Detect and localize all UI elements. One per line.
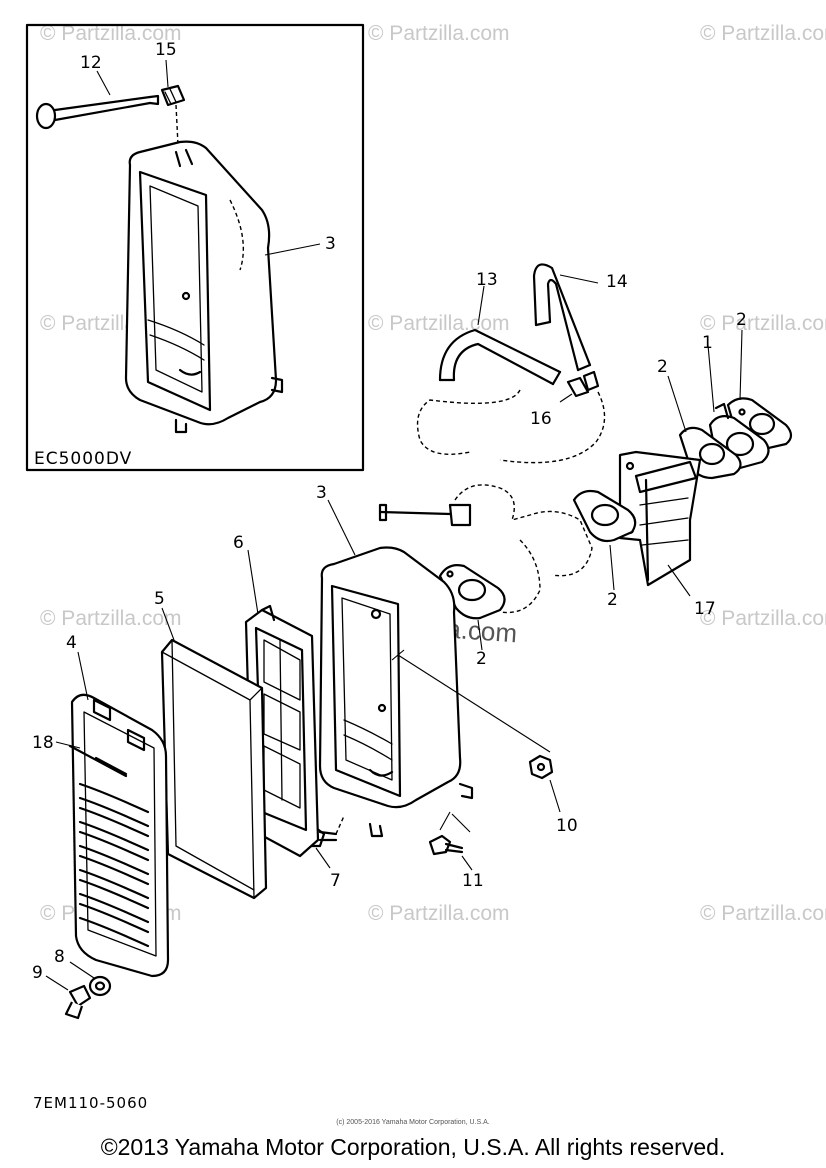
- part-12-rod: [35, 94, 160, 130]
- copyright-notice: ©2013 Yamaha Motor Corporation, U.S.A. A…: [100, 1134, 726, 1160]
- part-3-housing-inset: [124, 140, 284, 434]
- inset-ec5000dv: 12 15 3 EC5000DV: [25, 23, 365, 472]
- part-3-housing: [318, 546, 474, 838]
- watermark: © Partzilla.com: [700, 607, 826, 630]
- watermark: © Partzilla.com: [40, 607, 182, 630]
- inset-frame: [25, 23, 365, 472]
- callout-5: 5: [154, 589, 165, 609]
- part-8-washer: [88, 975, 112, 997]
- callout-9: 9: [32, 963, 43, 983]
- callout-13: 13: [476, 270, 498, 290]
- part-9-wing-nut: [64, 984, 92, 1020]
- part-11-bolt: [428, 834, 464, 856]
- callout-7: 7: [330, 871, 341, 891]
- callout-16: 16: [530, 409, 552, 429]
- callout-2-c: 2: [607, 590, 618, 610]
- callout-10: 10: [556, 816, 578, 836]
- callout-3: 3: [316, 483, 327, 503]
- carb-ghost: [416, 389, 521, 455]
- watermark: © Partzilla.com: [368, 312, 510, 335]
- callout-18: 18: [32, 733, 54, 753]
- watermark: © Partzilla.com: [40, 22, 182, 45]
- callout-6: 6: [233, 533, 244, 553]
- watermark: © Partzilla.com: [368, 902, 510, 925]
- callout-3-inset: 3: [325, 234, 336, 254]
- inset-label: EC5000DV: [34, 449, 132, 469]
- callout-2-d: 2: [476, 649, 487, 669]
- part-10-nut: [528, 754, 554, 780]
- callout-4: 4: [66, 633, 77, 653]
- callout-15: 15: [155, 40, 177, 60]
- part-15-cap: [160, 84, 186, 146]
- fine-print: (c) 2005-2016 Yamaha Motor Corporation, …: [336, 1119, 490, 1126]
- part-2-gasket-lower: [438, 564, 506, 620]
- watermark: © Partzilla.com: [700, 902, 826, 925]
- cover-louvers: [78, 782, 150, 948]
- callout-8: 8: [54, 947, 65, 967]
- callout-12: 12: [80, 53, 102, 73]
- callout-17: 17: [694, 599, 716, 619]
- watermark: © Partzilla.com: [368, 22, 510, 45]
- part-2-gasket-middle: [572, 489, 637, 543]
- watermark: © Partzilla.com: [700, 22, 826, 45]
- part-13-hose: [438, 328, 562, 386]
- callout-2-a: 2: [736, 310, 747, 330]
- callout-2-b: 2: [657, 357, 668, 377]
- part-14-hose: [532, 263, 592, 372]
- callout-11: 11: [462, 871, 484, 891]
- callout-1: 1: [702, 333, 713, 353]
- diagram-code: 7EM110-5060: [33, 1094, 149, 1112]
- carburetor-ghost: [378, 484, 593, 614]
- part-16-fitting: [499, 370, 606, 464]
- watermark: © Partzilla.com: [700, 312, 826, 335]
- callout-14: 14: [606, 272, 628, 292]
